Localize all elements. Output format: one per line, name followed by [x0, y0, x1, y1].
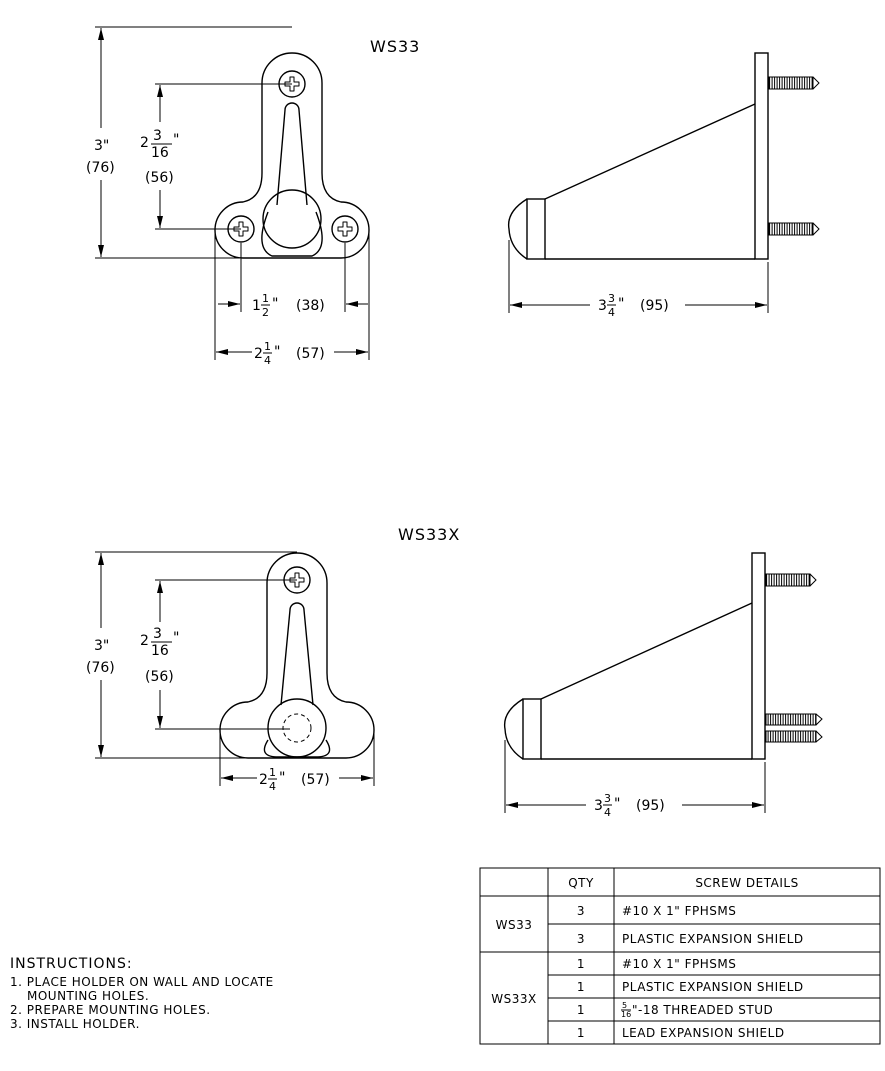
- holder-outline: [214, 52, 370, 259]
- side-view-ws33: [507, 52, 820, 260]
- screw-details-table: QTY SCREW DETAILS WS33 3 #10 X 1" FPHSMS…: [479, 867, 881, 1045]
- dim-suffix: ": [274, 344, 280, 360]
- dim-den: 16: [151, 145, 169, 161]
- dim-whole: 1: [252, 298, 261, 314]
- dim-metric: (95): [640, 298, 669, 314]
- dimension-ws33-depth: 3 3 4 " (95): [508, 240, 769, 319]
- knob: [262, 189, 322, 249]
- knob-base: [263, 739, 331, 758]
- qty-cell: 1: [577, 1026, 585, 1040]
- instructions-heading: INSTRUCTIONS:: [10, 956, 133, 972]
- body: [540, 602, 753, 760]
- dim-den: 16: [151, 643, 169, 659]
- detail-cell: LEAD EXPANSION SHIELD: [622, 1026, 785, 1040]
- instruction-line: 1. PLACE HOLDER ON WALL AND LOCATE: [10, 975, 274, 989]
- dim-whole: 3: [594, 798, 603, 814]
- front-view-ws33: [214, 52, 370, 259]
- dim-height: 3": [94, 138, 109, 154]
- dim-num: 3: [604, 792, 611, 805]
- screw-icon: [765, 573, 817, 587]
- wall-plate: [754, 52, 769, 260]
- front-view-ws33x: [219, 552, 375, 759]
- bumper-dome: [503, 698, 524, 760]
- slot: [276, 102, 308, 206]
- threaded-stud-hidden: [282, 713, 312, 743]
- qty-cell: 1: [577, 957, 585, 971]
- detail-cell: #10 X 1" FPHSMS: [622, 957, 736, 971]
- side-view-ws33x: [503, 552, 823, 760]
- instructions: INSTRUCTIONS: 1. PLACE HOLDER ON WALL AN…: [10, 956, 274, 1031]
- qty-cell: 1: [577, 980, 585, 994]
- dim-height-metric: (76): [86, 660, 115, 676]
- dim-metric: (95): [636, 798, 665, 814]
- dim-den: 4: [608, 306, 615, 319]
- screw-icon: [768, 76, 820, 90]
- model-cell: WS33X: [491, 992, 536, 1006]
- qty-cell: 3: [577, 932, 585, 946]
- header-screw-details: SCREW DETAILS: [695, 876, 798, 890]
- instruction-line: MOUNTING HOLES.: [27, 989, 149, 1003]
- bumper-cap: [522, 698, 542, 760]
- dim-den: 4: [269, 780, 276, 793]
- dim-metric: (38): [296, 298, 325, 314]
- body: [544, 103, 756, 260]
- dim-metric: (57): [301, 772, 330, 788]
- qty-cell: 1: [577, 1003, 585, 1017]
- detail-fraction-den: 16: [621, 1010, 631, 1019]
- dim-suffix: ": [272, 296, 278, 312]
- dim-metric: (57): [296, 346, 325, 362]
- dim-den: 2: [262, 306, 269, 319]
- holder-outline: [219, 552, 375, 759]
- screw-icon: [768, 222, 820, 236]
- header-qty: QTY: [568, 876, 594, 890]
- dim-num: 3: [153, 128, 162, 144]
- lead-expansion-shield-icon: [765, 713, 823, 743]
- dim-suffix: ": [614, 796, 620, 812]
- dimension-ws33x-depth: 3 3 4 " (95): [504, 740, 766, 819]
- dim-num: 1: [262, 292, 269, 305]
- dim-num: 3: [608, 292, 615, 305]
- dim-den: 4: [264, 354, 271, 367]
- dim-metric: (56): [145, 669, 174, 685]
- dimensions-ws33-front: 3" (76) 2 3 16 " (56) 1 1 2 " (38) 2 1 4…: [86, 26, 370, 367]
- dim-num: 1: [264, 340, 271, 353]
- dim-suffix: ": [173, 630, 179, 646]
- qty-cell: 3: [577, 904, 585, 918]
- bumper-cap: [526, 198, 546, 260]
- dim-metric: (56): [145, 170, 174, 186]
- dim-whole: 2: [254, 346, 263, 362]
- detail-fraction-num: 5: [622, 1001, 627, 1010]
- dimensions-ws33x-front: 3" (76) 2 3 16 " (56) 2 1 4 " (57): [86, 551, 375, 793]
- model-cell: WS33: [496, 918, 533, 932]
- dim-whole: 2: [140, 633, 149, 649]
- detail-cell: "-18 THREADED STUD: [632, 1003, 773, 1017]
- dim-num: 3: [153, 626, 162, 642]
- instruction-line: 3. INSTALL HOLDER.: [10, 1017, 140, 1031]
- knob-base: [261, 211, 323, 257]
- instruction-line: 2. PREPARE MOUNTING HOLES.: [10, 1003, 211, 1017]
- detail-cell: #10 X 1" FPHSMS: [622, 904, 736, 918]
- wall-plate: [751, 552, 766, 760]
- detail-cell: PLASTIC EXPANSION SHIELD: [622, 932, 804, 946]
- view-title-ws33: WS33: [370, 37, 420, 56]
- knob: [267, 698, 327, 758]
- dim-whole: 2: [259, 772, 268, 788]
- dim-whole: 3: [598, 298, 607, 314]
- view-title-ws33x: WS33X: [398, 525, 460, 544]
- dim-suffix: ": [173, 132, 179, 148]
- dim-whole: 2: [140, 135, 149, 151]
- dim-num: 1: [269, 766, 276, 779]
- bumper-dome: [507, 198, 528, 260]
- dim-suffix: ": [279, 770, 285, 786]
- slot: [280, 602, 314, 706]
- screw-hole-icon: [331, 215, 359, 243]
- dim-den: 4: [604, 806, 611, 819]
- dim-height: 3": [94, 638, 109, 654]
- dim-height-metric: (76): [86, 160, 115, 176]
- dim-suffix: ": [618, 296, 624, 312]
- detail-cell: PLASTIC EXPANSION SHIELD: [622, 980, 804, 994]
